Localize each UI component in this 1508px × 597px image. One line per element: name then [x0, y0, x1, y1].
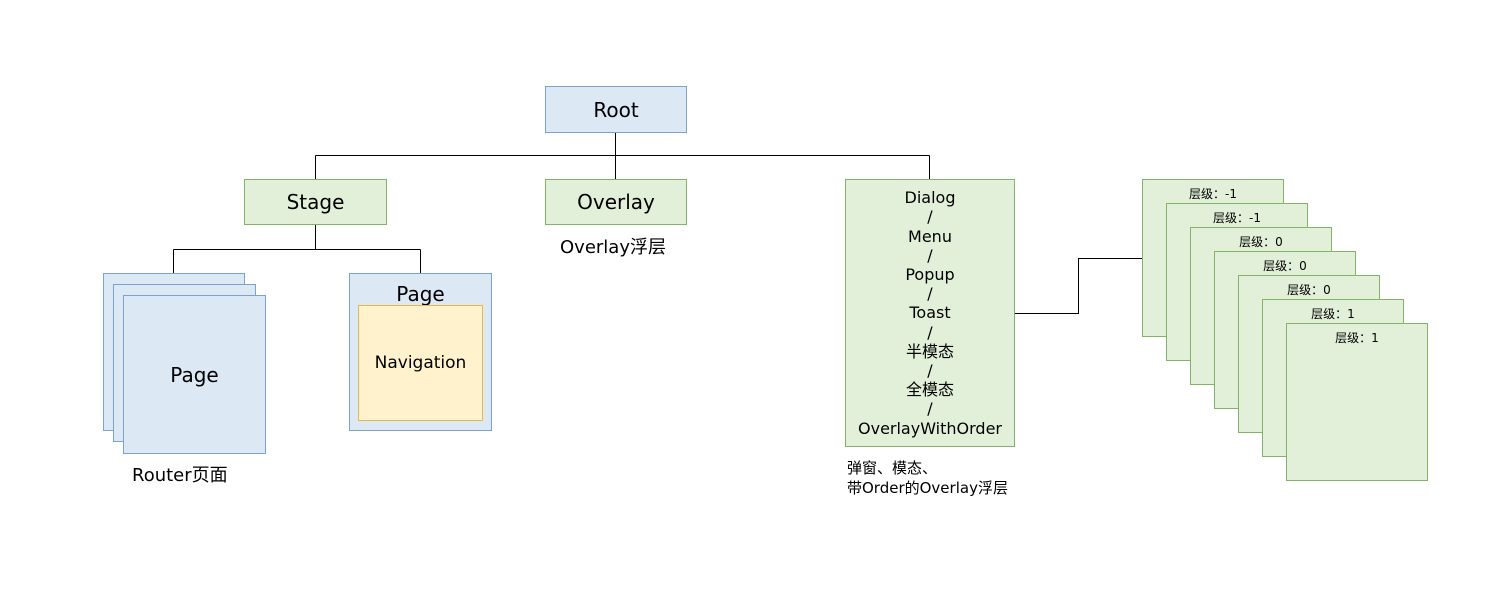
layer-label: 层级：1 [1335, 331, 1379, 345]
router-page-front: Page [123, 295, 266, 454]
layer-label: 层级：1 [1311, 307, 1355, 321]
layer-label: 层级：-1 [1213, 211, 1261, 225]
router-page-label: Page [170, 362, 219, 387]
root-node: Root [545, 86, 687, 133]
layer-label: 层级：0 [1239, 235, 1283, 249]
separator: / [927, 322, 933, 342]
separator: / [927, 245, 933, 265]
separator: / [927, 207, 933, 227]
layer-card: 层级：1 [1286, 323, 1428, 481]
dialog-caption-line-2: 带Order的Overlay浮层 [847, 479, 1008, 497]
separator: / [927, 361, 933, 380]
dialog-caption: 弹窗、模态、 带Order的Overlay浮层 [847, 458, 1008, 498]
full-modal-item: 全模态 [905, 380, 954, 400]
navigation-label: Navigation [374, 353, 467, 373]
navigation-page-label: Page [396, 282, 445, 306]
router-caption: Router页面 [132, 465, 228, 486]
dialog-to-layers-connector [1015, 258, 1142, 314]
separator: / [927, 284, 933, 304]
popup-item: Popup [905, 264, 955, 284]
navigation-node: Navigation [358, 305, 483, 421]
half-modal-item: 半模态 [905, 341, 954, 361]
root-to-children-connector [315, 132, 930, 180]
overlay-label: Overlay [577, 190, 655, 214]
overlay-node: Overlay [545, 179, 687, 225]
root-label: Root [593, 97, 639, 122]
dialog-item: Dialog [904, 188, 956, 208]
layer-label: 层级：0 [1263, 259, 1307, 273]
separator: / [927, 399, 933, 419]
overlay-with-order-item: OverlayWithOrder [858, 418, 1002, 438]
layer-label: 层级：0 [1287, 283, 1331, 297]
layer-label: 层级：-1 [1189, 187, 1237, 201]
dialog-caption-line-1: 弹窗、模态、 [847, 459, 938, 477]
overlay-caption: Overlay浮层 [560, 237, 666, 258]
stage-label: Stage [286, 190, 345, 214]
stage-node: Stage [244, 179, 387, 225]
toast-item: Toast [909, 303, 951, 323]
stage-to-pages-connector [173, 224, 421, 274]
dialog-overlay-node: Dialog / Menu / Popup / Toast / 半模态 / 全模… [845, 179, 1015, 447]
menu-item: Menu [908, 226, 952, 246]
